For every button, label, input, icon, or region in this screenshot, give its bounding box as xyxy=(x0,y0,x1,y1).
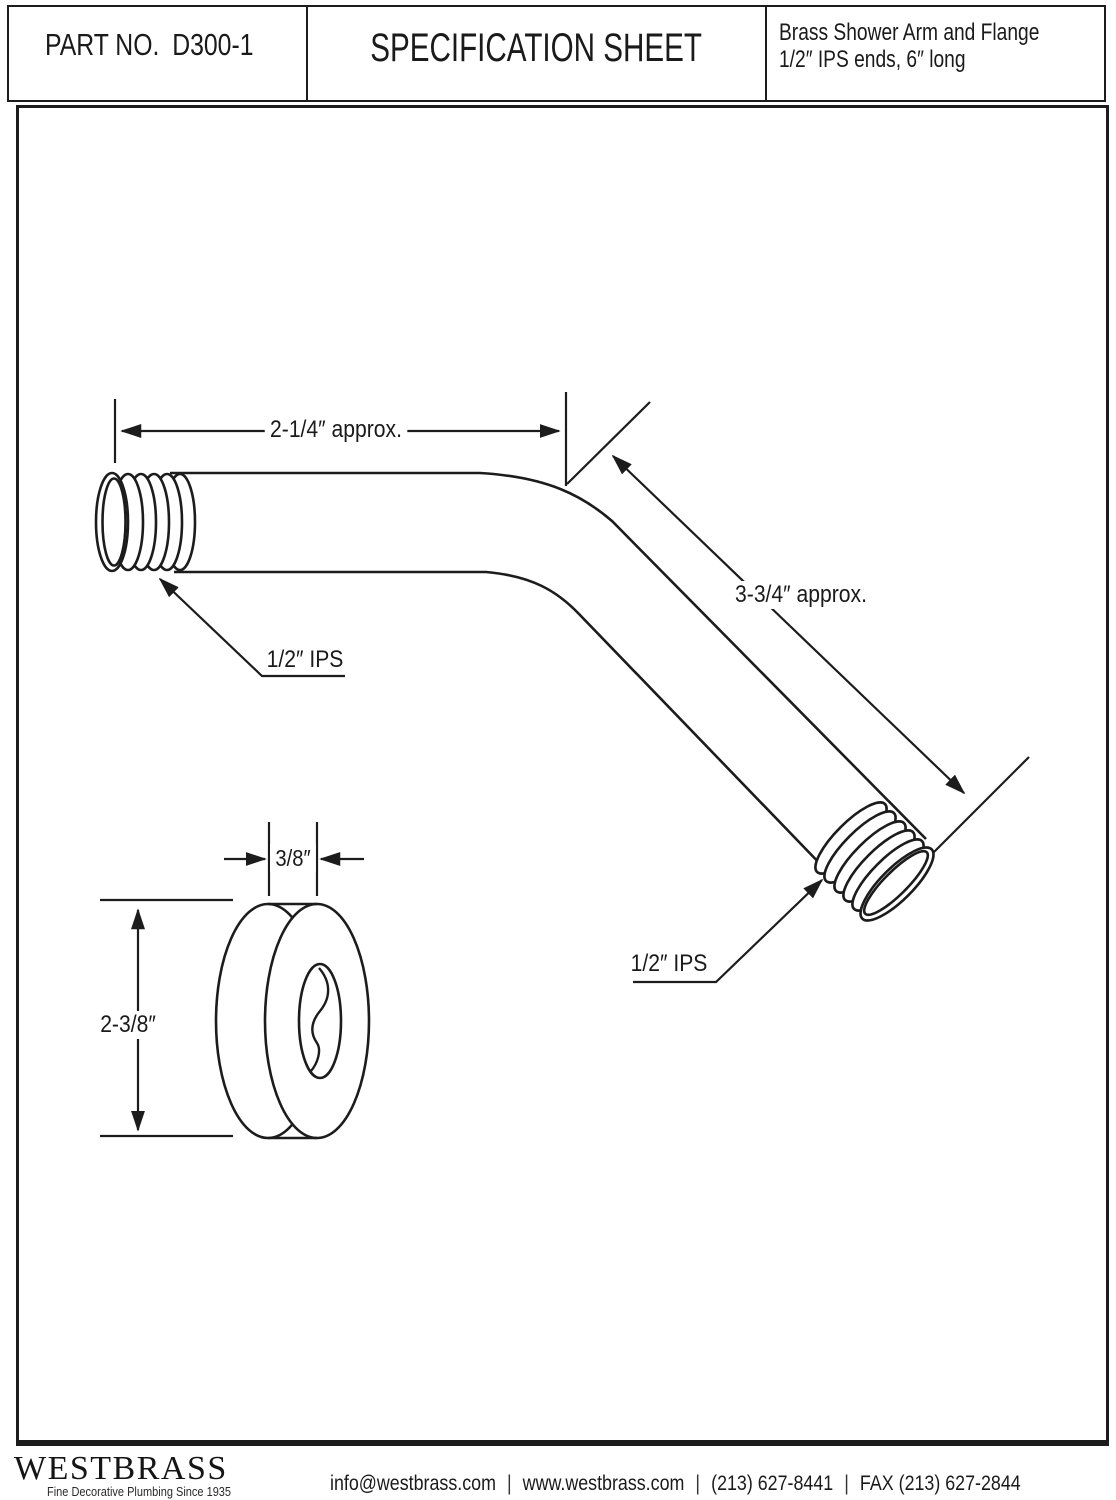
pipe-end-face-inner xyxy=(862,849,930,917)
dim-label-flange-thickness: 3/8″ xyxy=(270,844,316,872)
part-number-line: PART NO. D300-1 xyxy=(45,27,254,63)
part-number-label: PART NO. xyxy=(45,27,160,62)
part-number-cell: PART NO. D300-1 xyxy=(9,7,306,100)
contact-email: info@westbrass.com xyxy=(330,1472,496,1495)
pipe-edge-top xyxy=(170,471,927,840)
pipe-end-face xyxy=(94,471,130,573)
contact-fax: FAX (213) 627-2844 xyxy=(859,1472,1021,1495)
flange-view xyxy=(214,902,371,1140)
sheet-title: SPECIFICATION SHEET xyxy=(370,26,702,70)
dim-arrow-diagonal-lower xyxy=(789,625,966,795)
thread-label-lower: 1/2″ IPS xyxy=(630,950,708,977)
shower-arm xyxy=(94,471,935,922)
brand-logo: WESTBRASS xyxy=(14,1450,228,1487)
product-description-line2: 1/2″ IPS ends, 6″ long xyxy=(778,46,966,73)
pipe-body xyxy=(170,471,927,871)
pipe-end-face xyxy=(859,846,935,922)
product-description-cell: Brass Shower Arm and Flange 1/2″ IPS end… xyxy=(767,7,1105,100)
dim-label-flange-diameter: 2-3/8″ xyxy=(94,1011,162,1039)
part-number-value: D300-1 xyxy=(172,27,254,62)
title-block: PART NO. D300-1 SPECIFICATION SHEET Brass… xyxy=(7,5,1106,102)
sheet-title-cell: SPECIFICATION SHEET xyxy=(305,7,767,100)
pipe-end-face-inner xyxy=(101,477,127,567)
contact-separator: | xyxy=(844,1472,849,1495)
pipe-edge-bottom xyxy=(174,570,827,871)
dim-label-arm-diagonal: 3-3/4″ approx. xyxy=(729,581,873,609)
leader-lower-ips xyxy=(633,878,824,984)
ext-line-diag-top xyxy=(566,401,651,485)
right-thread-end xyxy=(814,801,935,922)
flange-hole-highlight xyxy=(310,967,330,1072)
contact-phone: (213) 627-8441 xyxy=(711,1472,834,1495)
ext-line-diag-bottom xyxy=(933,756,1030,853)
contact-separator: | xyxy=(506,1472,512,1495)
contact-info: info@westbrass.com | www.westbrass.com |… xyxy=(330,1472,1021,1496)
extension-lines xyxy=(100,392,1030,1138)
dim-label-arm-horizontal: 2-1/4″ approx. xyxy=(264,416,408,444)
product-description-line1: Brass Shower Arm and Flange xyxy=(778,19,1039,46)
leader-upper-ips xyxy=(158,577,345,678)
flange-center-hole xyxy=(297,962,343,1080)
drawing-frame xyxy=(16,105,1109,1446)
contact-website: www.westbrass.com xyxy=(522,1472,685,1495)
thread-label-upper: 1/2″ IPS xyxy=(266,646,344,673)
left-thread-end xyxy=(94,471,197,573)
contact-separator: | xyxy=(695,1472,701,1495)
brand-tagline: Fine Decorative Plumbing Since 1935 xyxy=(47,1485,232,1499)
